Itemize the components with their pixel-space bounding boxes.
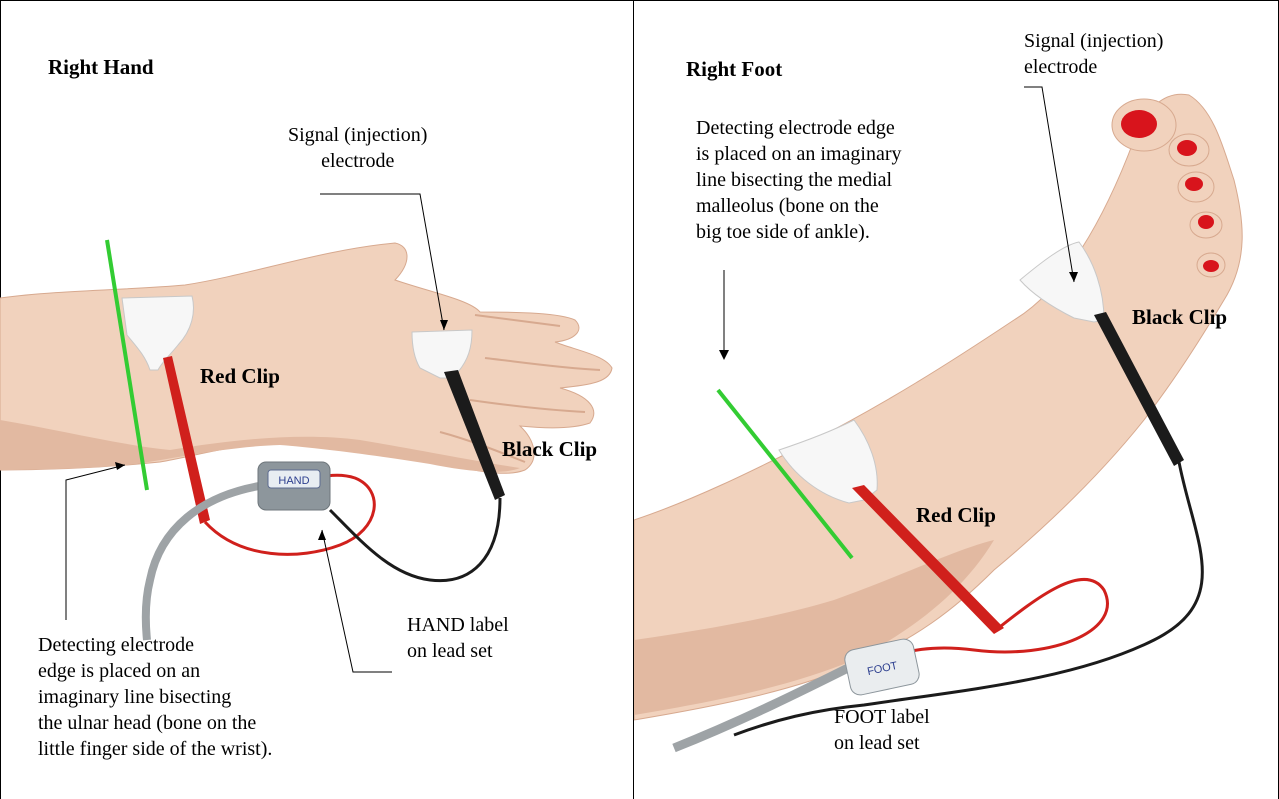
nail-4: [1198, 215, 1214, 229]
foot-title: Right Foot: [686, 57, 782, 82]
hand-title: Right Hand: [48, 55, 154, 80]
right-foot-panel: FOOT Right Foot Signal (injection) elect…: [634, 0, 1279, 799]
hand-detecting-pointer: [66, 465, 125, 620]
hand-black-wire: [330, 498, 500, 581]
foot-signal-label: Signal (injection) electrode: [1024, 28, 1163, 80]
hand-tag-label: HAND label on lead set: [407, 612, 509, 664]
foot-tag-label: FOOT label on lead set: [834, 704, 930, 756]
hand-detecting-caption: Detecting electrode edge is placed on an…: [38, 632, 272, 762]
hand-red-clip-label: Red Clip: [200, 364, 280, 389]
nail-3: [1185, 177, 1203, 191]
right-hand-panel: HAND Right Hand Signal (injection) elect…: [0, 0, 634, 799]
hand-tag-text: HAND: [278, 475, 309, 487]
foot-red-clip-label: Red Clip: [916, 503, 996, 528]
hand-signal-label: Signal (injection) electrode: [288, 122, 427, 174]
hand-tag-pointer: [322, 530, 392, 672]
nail-1: [1121, 110, 1157, 138]
foot-detecting-caption: Detecting electrode edge is placed on an…: [696, 115, 902, 245]
nail-5: [1203, 260, 1219, 272]
hand-gray-cable: [146, 485, 265, 640]
hand-black-clip-label: Black Clip: [502, 437, 597, 462]
nail-2: [1177, 140, 1197, 156]
foot-black-clip-label: Black Clip: [1132, 305, 1227, 330]
